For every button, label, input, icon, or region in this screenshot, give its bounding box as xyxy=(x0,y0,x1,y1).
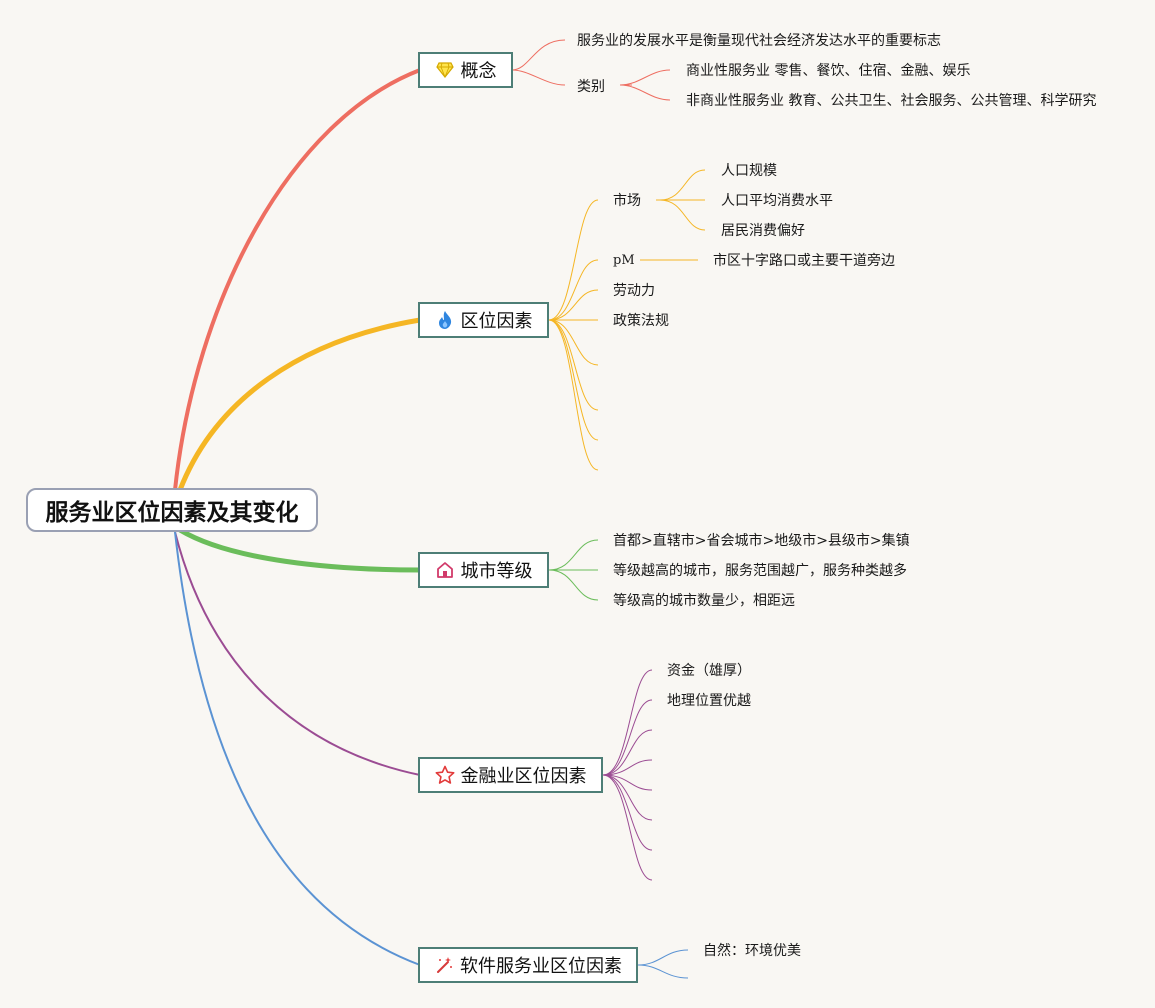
root-topic[interactable]: 服务业区位因素及其变化 xyxy=(26,488,318,532)
topic-finance-location-factors[interactable]: 金融业区位因素 xyxy=(418,757,603,793)
leaf-city-service-range[interactable]: 等级越高的城市，服务范围越广，服务种类越多 xyxy=(613,563,907,579)
topic-software-location-factors[interactable]: 软件服务业区位因素 xyxy=(418,947,638,983)
link-root-location xyxy=(177,317,421,491)
leaf-market[interactable]: 市场 xyxy=(613,193,641,209)
leaf-commercial-services[interactable]: 商业性服务业 零售、餐饮、住宿、金融、娱乐 xyxy=(686,63,971,79)
leaf-policy[interactable]: 政策法规 xyxy=(613,313,669,329)
link-root-software xyxy=(174,531,421,966)
diamond-icon xyxy=(435,60,455,80)
flame-icon xyxy=(435,310,455,330)
leaf-city-count[interactable]: 等级高的城市数量少，相距远 xyxy=(613,593,795,609)
topic-label: 城市等级 xyxy=(460,561,533,582)
location-branches xyxy=(548,169,706,471)
topic-location-factors[interactable]: 区位因素 xyxy=(418,302,549,338)
topic-concept[interactable]: 概念 xyxy=(418,52,513,88)
leaf-location-advantage[interactable]: 地理位置优越 xyxy=(667,693,751,709)
magic-wand-icon xyxy=(434,955,454,975)
home-icon xyxy=(435,560,455,580)
leaf-labor[interactable]: 劳动力 xyxy=(613,283,655,299)
topic-city-level[interactable]: 城市等级 xyxy=(418,552,549,588)
link-root-finance xyxy=(174,531,421,776)
link-root-city xyxy=(178,527,421,573)
star-icon xyxy=(435,765,455,785)
finance-branches xyxy=(602,669,653,881)
topic-label: 概念 xyxy=(460,61,497,82)
city-branches xyxy=(548,539,599,601)
leaf-capital[interactable]: 资金（雄厚） xyxy=(667,663,751,679)
software-branches xyxy=(637,949,689,979)
link-root-concept xyxy=(173,68,421,491)
topic-label: 软件服务业区位因素 xyxy=(460,956,622,977)
leaf-consumer-preference[interactable]: 居民消费偏好 xyxy=(721,223,805,239)
leaf-concept-category[interactable]: 类别 xyxy=(577,79,605,95)
leaf-crossroads[interactable]: 市区十字路口或主要干道旁边 xyxy=(713,253,895,269)
topic-label: 区位因素 xyxy=(460,311,533,332)
leaf-city-hierarchy[interactable]: 首都>直辖市>省会城市>地级市>县级市>集镇 xyxy=(613,533,910,549)
leaf-concept-definition[interactable]: 服务业的发展水平是衡量现代社会经济发达水平的重要标志 xyxy=(577,33,941,49)
topic-label: 金融业区位因素 xyxy=(460,766,587,787)
leaf-natural-environment[interactable]: 自然：环境优美 xyxy=(703,943,801,959)
leaf-population-size[interactable]: 人口规模 xyxy=(721,163,777,179)
leaf-avg-consumption[interactable]: 人口平均消费水平 xyxy=(721,193,833,209)
concept-branches xyxy=(511,39,671,101)
leaf-noncommercial-services[interactable]: 非商业性服务业 教育、公共卫生、社会服务、公共管理、科学研究 xyxy=(686,93,1097,109)
leaf-pm[interactable]: pM xyxy=(613,253,635,268)
